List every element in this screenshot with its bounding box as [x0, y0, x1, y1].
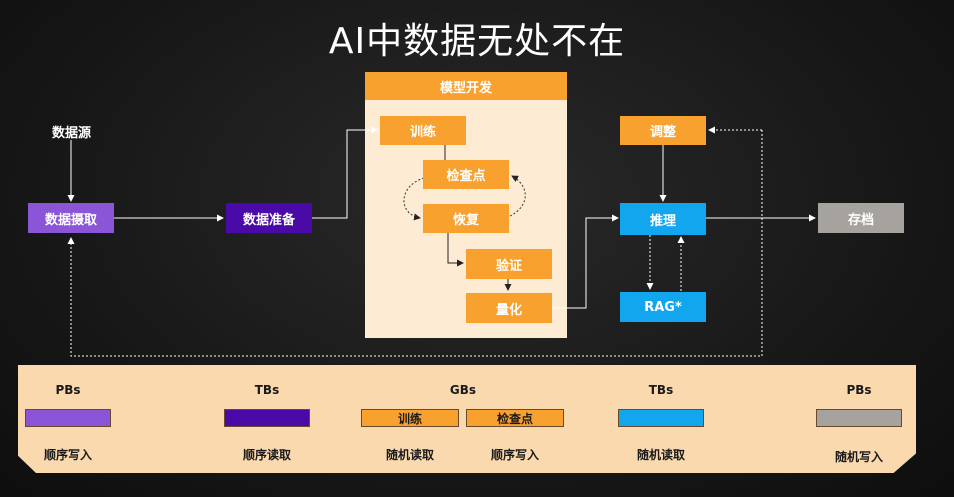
- ingest-box: 数据摄取: [28, 203, 114, 233]
- loop-right: [509, 175, 526, 217]
- checkpoint-box: 检查点: [423, 160, 509, 189]
- band-size-1: PBs: [55, 383, 81, 397]
- band-caption-4: 随机读取: [636, 448, 685, 462]
- band-caption-5: 随机写入: [834, 450, 883, 464]
- quantize-box: 量化: [466, 293, 552, 323]
- data-source-label: 数据源: [52, 126, 92, 141]
- band-caption-1: 顺序写入: [43, 448, 92, 462]
- restore-box: 恢复: [423, 204, 509, 233]
- validate-box: 验证: [466, 249, 552, 279]
- arrow-restore-validate: [447, 233, 464, 267]
- loop-left: [403, 177, 425, 221]
- band-caption-3b: 顺序写入: [490, 448, 539, 462]
- arrow-quantize-inference: [552, 214, 619, 309]
- archive-box: 存档: [818, 203, 904, 233]
- band-bar-2: [224, 409, 310, 427]
- inference-box: 推理: [620, 203, 706, 235]
- band-bar-train: 训练: [361, 409, 459, 427]
- band-bar-1: [25, 409, 111, 427]
- band-bar-checkpoint: 检查点: [466, 409, 564, 427]
- model-dev-header: 模型开发: [365, 72, 567, 100]
- arrow-prepare-train: [312, 126, 378, 219]
- band-size-2: TBs: [254, 383, 280, 397]
- page-title: AI中数据无处不在: [328, 21, 626, 62]
- train-box: 训练: [380, 116, 466, 145]
- feedback-loop: [67, 130, 763, 357]
- band-size-5: PBs: [846, 383, 872, 397]
- tune-box: 调整: [620, 116, 706, 145]
- band-caption-2: 顺序读取: [242, 448, 291, 462]
- rag-box: RAG*: [620, 292, 706, 322]
- prepare-box: 数据准备: [226, 203, 312, 233]
- band-bar-4: [618, 409, 704, 427]
- band-size-3: GBs: [449, 383, 477, 397]
- band-caption-3a: 随机读取: [385, 448, 434, 462]
- band-size-4: TBs: [648, 383, 674, 397]
- band-bar-5: [816, 409, 902, 427]
